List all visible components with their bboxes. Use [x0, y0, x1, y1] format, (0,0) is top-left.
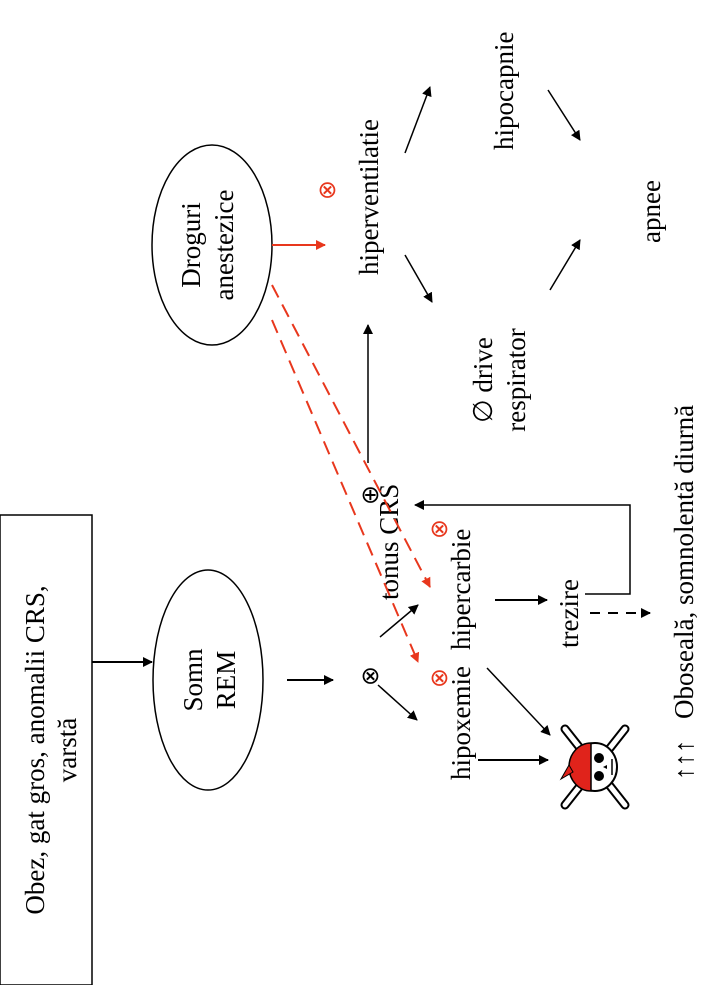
drug-dashed-to-hipoxemie — [271, 319, 420, 663]
node-drive-line1: ∅ drive — [468, 337, 498, 423]
somn-rem-line1: Somn — [178, 648, 208, 712]
inhibit-symbol-tonus: ⊗ — [356, 666, 384, 686]
node-trezire: trezire — [554, 579, 584, 648]
somn-rem-line2: REM — [211, 651, 241, 710]
node-apnee: apnee — [636, 180, 666, 243]
feedback-trezire-to-tonus — [414, 500, 631, 595]
drug-inhibit-hipoxemie: ⊗ — [425, 668, 453, 688]
node-hipocapnie: hipocapnie — [489, 32, 519, 150]
droguri-line2: anestezice — [209, 190, 239, 301]
skull-crossbones-icon — [559, 724, 630, 810]
arrow-hipercarbie-to-death — [486, 667, 551, 736]
risk-factors-line1: Obez, gat gros, anomalii CRS, — [20, 585, 50, 914]
outcome-arrows: ↑↑↑ — [669, 740, 699, 781]
droguri-line1: Droguri — [176, 202, 206, 287]
node-tonus-crs: tonus CRS — [374, 484, 404, 600]
drug-dashed-to-hipercarbie — [271, 284, 431, 588]
drug-inhibit-hiperventilatie: ⊗ — [313, 180, 341, 200]
risk-factors-box — [0, 514, 93, 985]
node-hiperventilatie: hiperventilatie — [354, 119, 384, 275]
node-hipoxemie: hipoxemie — [446, 666, 476, 780]
node-hipercarbie: hipercarbie — [446, 529, 476, 650]
arrow-tonus-to-hipoxemie — [377, 684, 418, 721]
arrow-drive-to-apnee — [549, 239, 581, 291]
stimulate-symbol: ⊕ — [356, 485, 384, 505]
arrow-hiperv-to-hipocapnie — [404, 86, 432, 154]
arrow-hipocapnie-to-apnee — [547, 89, 581, 141]
risk-factors-line2: varstă — [52, 718, 82, 782]
arrow-tonus-to-hipercarbie — [379, 604, 419, 638]
node-drive-line2: respirator — [501, 328, 531, 431]
arrow-hiperv-to-drive — [404, 254, 433, 303]
drug-inhibit-hipercarbie: ⊗ — [425, 519, 453, 539]
somn-rem-ellipse — [152, 569, 264, 791]
outcome-text: Oboseală, somnolentă diurnă — [669, 405, 699, 719]
